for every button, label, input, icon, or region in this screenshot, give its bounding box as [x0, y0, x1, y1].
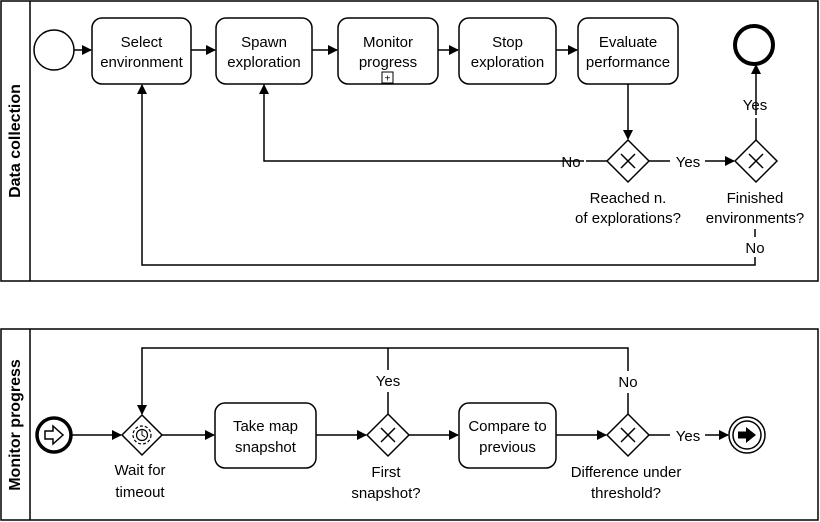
- sequence-flows-monitor-progress: [71, 347, 729, 440]
- task-label: exploration: [227, 54, 300, 71]
- task-select-environment: Select environment: [91, 17, 192, 85]
- task-label: Stop: [492, 34, 523, 51]
- message-end-event: [728, 416, 766, 454]
- subprocess-marker-label: +: [385, 74, 391, 85]
- subprocess-marker-icon: [381, 71, 394, 84]
- task-label: progress: [359, 54, 417, 71]
- exclusive-x-icon: [620, 153, 636, 169]
- task-label: Monitor: [363, 34, 413, 51]
- sequence-flows-data-collection: [74, 45, 761, 266]
- task-label: Select: [121, 34, 164, 51]
- pool-label-data-collection: Data collection: [7, 84, 24, 198]
- exclusive-x-icon: [380, 427, 396, 443]
- gateway-difference-threshold: Difference under threshold?: [571, 412, 682, 502]
- gateway-label: environments?: [706, 210, 804, 227]
- task-label: Spawn: [241, 34, 287, 51]
- filled-arrow-right-icon: [738, 427, 756, 443]
- flow-label-yes: Yes: [676, 154, 700, 171]
- exclusive-x-icon: [620, 427, 636, 443]
- flow-label-yes: Yes: [376, 373, 400, 390]
- task-stop-exploration: Stop exploration: [458, 17, 557, 85]
- end-event: [733, 24, 775, 66]
- pool-label-monitor-progress: Monitor progress: [7, 359, 24, 491]
- timer-icon: [135, 428, 149, 442]
- task-label: Compare to: [468, 418, 546, 435]
- gateway-label: Difference under: [571, 464, 682, 481]
- event-label: timeout: [115, 484, 165, 501]
- arrow-right-icon: [44, 424, 65, 446]
- flow-label-yes: Yes: [676, 428, 700, 445]
- start-event: [33, 29, 75, 71]
- flow-label-no: No: [745, 240, 764, 257]
- message-start-event: [35, 416, 73, 454]
- pool-data-collection: Data collection: [0, 0, 819, 282]
- gateway-label: First: [371, 464, 401, 481]
- task-label: Evaluate: [599, 34, 657, 51]
- gateway-label: snapshot?: [351, 485, 420, 502]
- task-compare-to-previous: Compare to previous: [458, 402, 557, 469]
- gateway-label: of explorations?: [575, 210, 681, 227]
- gateway-finished-environments: Finished environments?: [706, 138, 804, 227]
- gateway-label: Finished: [727, 190, 784, 207]
- task-evaluate-performance: Evaluate performance: [577, 17, 679, 85]
- subprocess-monitor-progress: Monitor progress +: [337, 17, 439, 85]
- event-label: Wait for: [114, 462, 165, 479]
- flow-label-no: No: [618, 374, 637, 391]
- flow-label-yes: Yes: [743, 97, 767, 114]
- task-label: previous: [479, 439, 536, 456]
- flow-label-no: No: [561, 154, 580, 171]
- task-label: environment: [100, 54, 183, 71]
- gateway-first-snapshot: First snapshot?: [351, 412, 421, 502]
- task-label: performance: [586, 54, 670, 71]
- gateway-reached-explorations: Reached n. of explorations?: [575, 138, 681, 227]
- task-spawn-exploration: Spawn exploration: [215, 17, 313, 85]
- task-label: exploration: [471, 54, 544, 71]
- gateway-label: threshold?: [591, 485, 661, 502]
- task-take-map-snapshot: Take map snapshot: [214, 402, 317, 469]
- task-label: Take map: [233, 418, 298, 435]
- event-gateway-timer: Wait for timeout: [114, 413, 166, 501]
- task-label: snapshot: [235, 439, 297, 456]
- pool-monitor-progress: Monitor progress: [0, 328, 819, 521]
- gateway-label: Reached n.: [590, 190, 667, 207]
- exclusive-x-icon: [748, 153, 764, 169]
